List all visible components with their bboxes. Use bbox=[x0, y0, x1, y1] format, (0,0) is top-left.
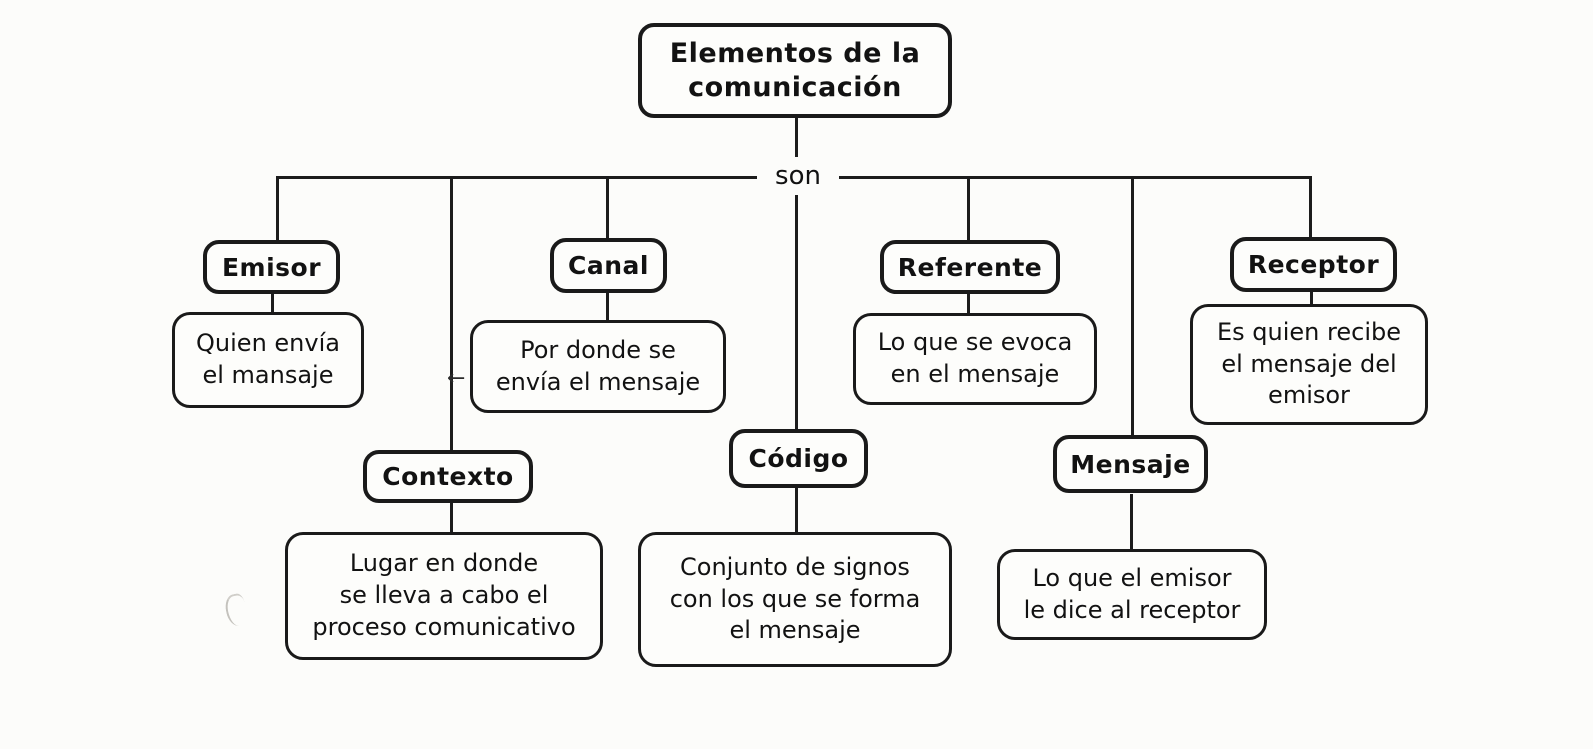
connector-stub-contexto bbox=[450, 502, 453, 532]
node-contexto-description: Lugar en donde se lleva a cabo el proces… bbox=[285, 532, 603, 660]
node-referente-description: Lo que se evoca en el mensaje bbox=[853, 313, 1097, 405]
node-emisor-description: Quien envía el mansaje bbox=[172, 312, 364, 408]
connector-drop-mensaje bbox=[1131, 176, 1134, 436]
node-mensaje: Mensaje bbox=[1053, 435, 1208, 493]
connector-drop-referente bbox=[967, 176, 970, 242]
connector-drop-receptor bbox=[1309, 176, 1312, 239]
node-receptor-description: Es quien recibe el mensaje del emisor bbox=[1190, 304, 1428, 425]
connector-stub-codigo bbox=[795, 488, 798, 534]
node-codigo-description: Conjunto de signos con los que se forma … bbox=[638, 532, 952, 667]
connector-stub-canal bbox=[606, 292, 609, 322]
pencil-mark bbox=[222, 592, 250, 628]
stray-arrow-mark: ← bbox=[447, 366, 466, 391]
node-emisor: Emisor bbox=[203, 240, 340, 294]
connector-stub-emisor bbox=[271, 293, 274, 314]
connector-drop-canal bbox=[606, 176, 609, 240]
node-receptor: Receptor bbox=[1230, 237, 1397, 292]
node-mensaje-description: Lo que el emisor le dice al receptor bbox=[997, 549, 1267, 640]
node-canal-description: Por donde se envía el mensaje bbox=[470, 320, 726, 413]
connector-stub-mensaje bbox=[1130, 494, 1133, 551]
connector-drop-emisor bbox=[276, 176, 279, 242]
node-canal: Canal bbox=[550, 238, 667, 293]
node-referente: Referente bbox=[880, 240, 1060, 294]
root-node-title: Elementos de la comunicación bbox=[638, 23, 952, 118]
trunk-connector-line bbox=[795, 116, 798, 432]
node-contexto: Contexto bbox=[363, 450, 533, 503]
connector-drop-contexto bbox=[450, 176, 453, 454]
connector-stub-referente bbox=[967, 293, 970, 313]
linking-word-son: son bbox=[757, 157, 839, 195]
node-codigo: Código bbox=[729, 429, 868, 488]
connector-stub-receptor bbox=[1310, 291, 1313, 306]
